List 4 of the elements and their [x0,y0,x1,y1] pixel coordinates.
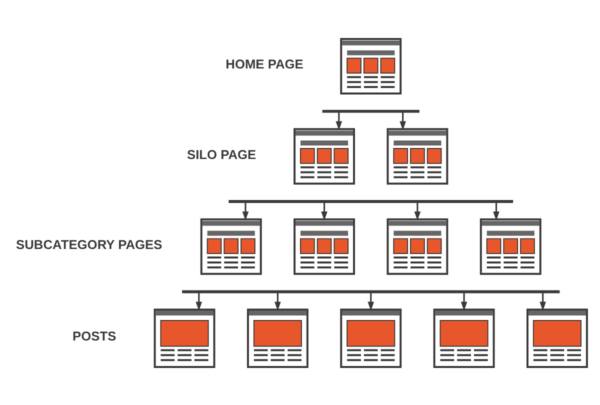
label: HOME PAGE [226,56,304,72]
label: POSTS [72,328,116,344]
label: SUBCATEGORY PAGES [16,236,162,252]
label: SILO PAGE [187,146,256,162]
